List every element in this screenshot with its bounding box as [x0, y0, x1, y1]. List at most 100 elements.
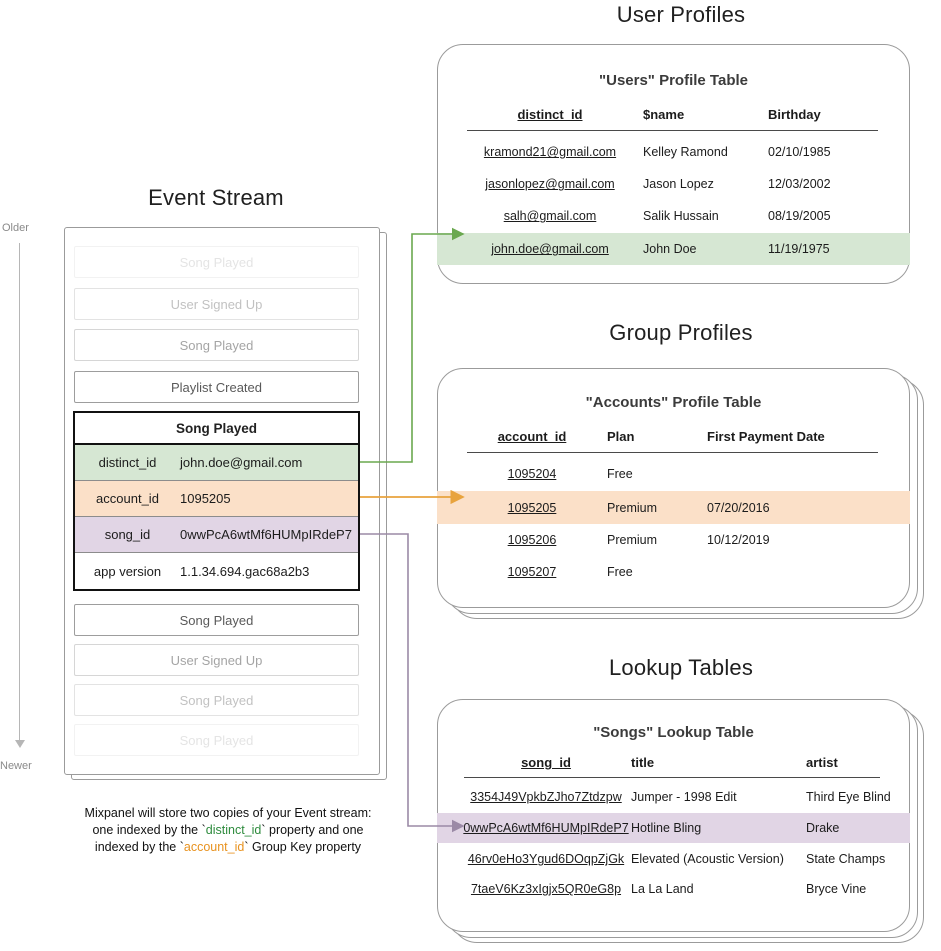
timeline-older-label: Older — [2, 222, 29, 234]
table-row[interactable]: 3354J49VpkbZJho7Ztdzpw Jumper - 1998 Edi… — [437, 783, 910, 811]
cell-account-id: 1095207 — [507, 565, 557, 580]
cell-distinct-id: jasonlopez@gmail.com — [485, 177, 615, 192]
cell-plan: Premium — [607, 500, 658, 515]
table-row-highlighted[interactable]: 0wwPcA6wtMf6HUMpIRdeP7 Hotline Bling Dra… — [437, 813, 910, 844]
event-property-distinct-id[interactable]: distinct_id john.doe@gmail.com — [75, 445, 358, 481]
cell-plan: Premium — [607, 533, 658, 548]
songs-table-title: "Songs" Lookup Table — [593, 724, 754, 741]
cell-title: Jumper - 1998 Edit — [631, 790, 737, 805]
cell-song-id: 0wwPcA6wtMf6HUMpIRdeP7 — [463, 821, 629, 836]
cell-first-payment-date: 10/12/2019 — [707, 533, 770, 548]
caption-line-3-prefix: indexed by the ` — [94, 840, 184, 854]
event-property-account-id[interactable]: account_id 1095205 — [75, 481, 358, 517]
event-row[interactable]: Song Played — [74, 724, 359, 756]
event-row-label: Playlist Created — [170, 379, 263, 395]
table-row[interactable]: salh@gmail.com Salik Hussain 08/19/2005 — [437, 201, 910, 231]
event-row[interactable]: Song Played — [74, 604, 359, 636]
cell-distinct-id: salh@gmail.com — [503, 209, 597, 224]
column-header-account-id: account_id — [497, 429, 567, 444]
timeline-arrow-icon — [15, 740, 25, 748]
event-property-value: 1.1.34.694.gac68a2b3 — [180, 563, 310, 579]
accounts-table-card-front — [437, 368, 910, 608]
expanded-event-title: Song Played — [75, 413, 358, 445]
event-row[interactable]: Playlist Created — [74, 371, 359, 403]
cell-account-id: 1095205 — [507, 500, 557, 515]
event-row[interactable]: Song Played — [74, 329, 359, 361]
column-header-name: $name — [643, 107, 685, 122]
table-row[interactable]: 1095206 Premium 10/12/2019 — [437, 525, 910, 555]
cell-account-id: 1095204 — [507, 467, 557, 482]
table-row[interactable]: 46rv0eHo3Ygud6DOqpZjGk Elevated (Acousti… — [437, 845, 910, 873]
caption-line-2: one indexed by the `distinct_id` propert… — [28, 822, 428, 839]
event-property-key: account_id — [96, 491, 159, 506]
cell-distinct-id: john.doe@gmail.com — [491, 242, 609, 257]
table-row[interactable]: jasonlopez@gmail.com Jason Lopez 12/03/2… — [437, 169, 910, 199]
event-row-label: Song Played — [179, 692, 254, 708]
cell-birthday: 08/19/2005 — [768, 209, 831, 224]
cell-birthday: 11/19/1975 — [768, 242, 830, 257]
accounts-table-title: "Accounts" Profile Table — [585, 394, 762, 411]
event-row[interactable]: Song Played — [74, 246, 359, 278]
event-row-label: Song Played — [179, 254, 254, 270]
cell-name: Kelley Ramond — [643, 145, 728, 160]
event-property-app-version[interactable]: app version 1.1.34.694.gac68a2b3 — [75, 553, 358, 589]
timeline-axis-line — [19, 243, 20, 740]
table-row-highlighted[interactable]: john.doe@gmail.com John Doe 11/19/1975 — [437, 233, 910, 266]
event-row[interactable]: User Signed Up — [74, 644, 359, 676]
caption-line-1: Mixpanel will store two copies of your E… — [84, 806, 372, 820]
users-table-divider — [467, 130, 878, 132]
expanded-event-card[interactable]: Song Played distinct_id john.doe@gmail.c… — [73, 411, 360, 591]
event-property-key: app version — [93, 563, 162, 579]
cell-birthday: 12/03/2002 — [768, 177, 831, 192]
event-row-label: Song Played — [179, 732, 254, 748]
caption: Mixpanel will store two copies of your E… — [28, 805, 428, 856]
table-row[interactable]: kramond21@gmail.com Kelley Ramond 02/10/… — [437, 137, 910, 167]
caption-token-account-id: account_id — [183, 840, 245, 854]
section-title-lookup-tables: Lookup Tables — [608, 655, 754, 680]
users-table-header: distinct_id $name Birthday — [437, 107, 910, 122]
event-row-label: User Signed Up — [170, 652, 263, 668]
event-property-key: distinct_id — [98, 455, 157, 470]
section-title-user-profiles: User Profiles — [616, 2, 746, 27]
accounts-table-divider — [467, 452, 878, 454]
cell-account-id: 1095206 — [507, 533, 557, 548]
caption-line-2-prefix: one indexed by the ` — [92, 823, 206, 837]
cell-song-id: 46rv0eHo3Ygud6DOqpZjGk — [467, 852, 625, 867]
caption-line-3: indexed by the `account_id` Group Key pr… — [28, 839, 428, 856]
cell-name: Jason Lopez — [643, 177, 714, 192]
event-property-key: song_id — [104, 527, 151, 542]
event-property-value: 1095205 — [180, 491, 231, 506]
event-row[interactable]: Song Played — [74, 684, 359, 716]
cell-name: Salik Hussain — [643, 209, 719, 224]
column-header-first-payment-date: First Payment Date — [707, 429, 825, 444]
event-row[interactable]: User Signed Up — [74, 288, 359, 320]
cell-artist: Third Eye Blind — [806, 790, 891, 805]
event-row-label: User Signed Up — [170, 296, 263, 312]
event-row-label: Song Played — [179, 337, 254, 353]
cell-distinct-id: kramond21@gmail.com — [483, 145, 617, 160]
cell-first-payment-date: 07/20/2016 — [707, 500, 770, 515]
cell-plan: Free — [607, 565, 633, 580]
songs-table-header: song_id title artist — [437, 755, 910, 770]
table-row[interactable]: 7taeV6Kz3xIgjx5QR0eG8p La La Land Bryce … — [437, 875, 910, 903]
event-property-song-id[interactable]: song_id 0wwPcA6wtMf6HUMpIRdeP7 — [75, 517, 358, 553]
column-header-plan: Plan — [607, 429, 635, 444]
column-header-song-id: song_id — [521, 755, 571, 770]
section-title-group-profiles: Group Profiles — [609, 320, 753, 345]
songs-table: "Songs" Lookup Table song_id title artis… — [437, 699, 910, 932]
column-header-distinct-id: distinct_id — [517, 107, 583, 122]
table-row-highlighted[interactable]: 1095205 Premium 07/20/2016 — [437, 491, 910, 525]
caption-line-3-suffix: ` Group Key property — [244, 840, 362, 854]
timeline-newer-label: Newer — [0, 760, 32, 772]
caption-line-2-suffix: ` property and one — [261, 823, 364, 837]
users-table-title: "Users" Profile Table — [599, 72, 748, 89]
cell-plan: Free — [607, 467, 633, 482]
cell-song-id: 7taeV6Kz3xIgjx5QR0eG8p — [470, 882, 622, 897]
column-header-title: title — [631, 755, 655, 770]
table-row[interactable]: 1095207 Free — [437, 557, 910, 587]
cell-title: La La Land — [631, 882, 694, 897]
accounts-table-header: account_id Plan First Payment Date — [437, 429, 910, 444]
table-row[interactable]: 1095204 Free — [437, 459, 910, 489]
cell-name: John Doe — [643, 242, 697, 257]
column-header-birthday: Birthday — [768, 107, 821, 122]
